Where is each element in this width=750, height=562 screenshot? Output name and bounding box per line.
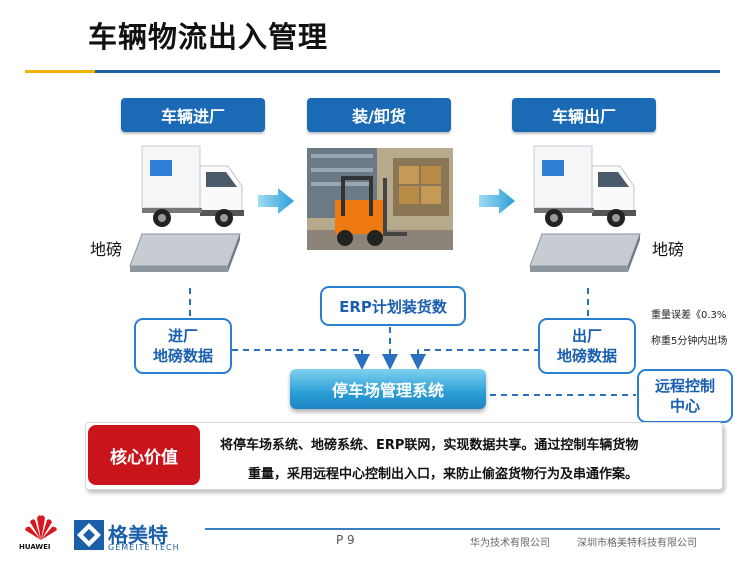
huawei-logo-icon bbox=[25, 515, 57, 540]
erp-plan-box: ERP计划装货数 bbox=[320, 286, 466, 326]
footer-company-gemeite: 深圳市格美特科技有限公司 bbox=[577, 538, 697, 549]
truck-image-exit bbox=[533, 145, 636, 227]
arrow-right-icon bbox=[258, 188, 294, 214]
truck-image-enter bbox=[141, 145, 244, 227]
parking-management-system: 停车场管理系统 bbox=[290, 369, 486, 409]
weighbridge-image-right bbox=[529, 233, 641, 272]
inbound-scale-data-line2: 地磅数据 bbox=[152, 347, 213, 365]
arrow-right-icon bbox=[479, 188, 515, 214]
outbound-scale-data-line1: 出厂 bbox=[571, 327, 602, 345]
page-number: P 9 bbox=[336, 533, 355, 547]
title-rule-accent bbox=[25, 70, 97, 73]
outbound-scale-data-box: 出厂 地磅数据 bbox=[538, 318, 636, 374]
outbound-scale-data-line2: 地磅数据 bbox=[556, 347, 617, 365]
core-value-text-line1: 将停车场系统、地磅系统、ERP联网，实现数据共享。通过控制车辆货物 bbox=[220, 438, 639, 453]
footer-company-huawei: 华为技术有限公司 bbox=[470, 538, 550, 549]
brand-subtitle: GEMEITE TECH bbox=[108, 543, 180, 552]
huawei-logo-text: HUAWEI bbox=[19, 543, 51, 551]
core-value-label: 核心价值 bbox=[88, 425, 200, 485]
exit-time-note: 称重5分钟内出场 bbox=[651, 336, 728, 347]
title-rule bbox=[95, 70, 720, 73]
page-title: 车辆物流出入管理 bbox=[88, 20, 329, 54]
weighbridge-image-left bbox=[129, 233, 241, 272]
footer-rule bbox=[205, 528, 720, 530]
inbound-scale-data-line1: 进厂 bbox=[167, 327, 198, 345]
remote-control-center-box: 远程控制 中心 bbox=[637, 369, 733, 423]
weighbridge-label-left: 地磅 bbox=[90, 240, 123, 259]
core-value-text-line2: 重量，采用远程中心控制出入口，来防止偷盗货物行为及串通作案。 bbox=[248, 467, 639, 482]
stage-enter-header: 车辆进厂 bbox=[121, 98, 265, 132]
weight-error-note: 重量误差《0.3% bbox=[651, 310, 727, 321]
stage-load-header: 装/卸货 bbox=[307, 98, 451, 132]
gemeite-logo-icon bbox=[74, 520, 104, 550]
inbound-scale-data-box: 进厂 地磅数据 bbox=[134, 318, 232, 374]
brand-name: 格美特 bbox=[108, 523, 168, 547]
remote-control-center-line1: 远程控制 bbox=[654, 377, 715, 395]
forklift-loading-image bbox=[307, 148, 453, 250]
stage-exit-header: 车辆出厂 bbox=[512, 98, 656, 132]
weighbridge-label-right: 地磅 bbox=[652, 240, 685, 259]
remote-control-center-line2: 中心 bbox=[669, 397, 700, 415]
